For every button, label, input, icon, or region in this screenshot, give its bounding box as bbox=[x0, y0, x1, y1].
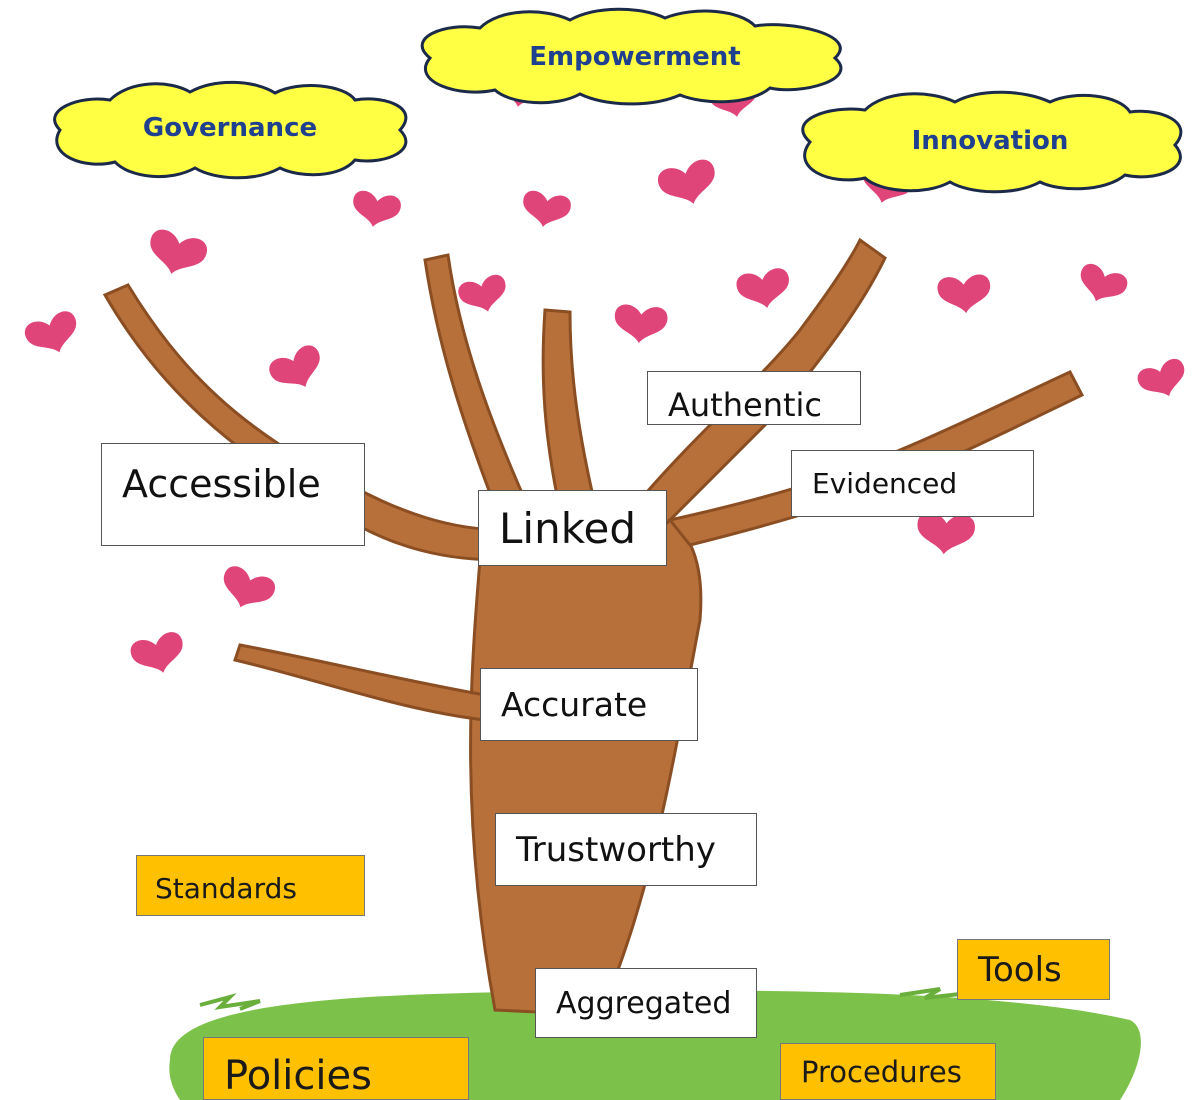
cloud-governance bbox=[53, 80, 408, 180]
label-standards: Standards bbox=[136, 855, 365, 916]
label-trustworthy: Trustworthy bbox=[495, 813, 757, 886]
label-authentic-text: Authentic bbox=[668, 386, 822, 424]
label-tools-text: Tools bbox=[978, 949, 1062, 990]
label-evidenced: Evidenced bbox=[791, 450, 1034, 517]
cloud-empowerment bbox=[420, 7, 843, 106]
label-authentic: Authentic bbox=[647, 371, 861, 425]
label-accurate-text: Accurate bbox=[501, 685, 648, 724]
label-tools: Tools bbox=[957, 939, 1110, 1000]
label-accessible: Accessible bbox=[101, 443, 365, 546]
label-evidenced-text: Evidenced bbox=[812, 467, 958, 500]
label-policies-text: Policies bbox=[224, 1053, 372, 1099]
label-policies: Policies bbox=[203, 1037, 469, 1100]
cloud-label-innovation: Innovation bbox=[911, 126, 1069, 156]
label-aggregated: Aggregated bbox=[535, 968, 757, 1038]
label-accessible-text: Accessible bbox=[122, 462, 321, 506]
cloud-label-empowerment: Empowerment bbox=[529, 42, 741, 72]
label-accurate: Accurate bbox=[480, 668, 698, 741]
label-trustworthy-text: Trustworthy bbox=[516, 829, 716, 870]
label-standards-text: Standards bbox=[155, 872, 297, 905]
label-linked: Linked bbox=[478, 490, 667, 566]
label-linked-text: Linked bbox=[499, 503, 637, 553]
cloud-innovation bbox=[801, 90, 1183, 194]
label-aggregated-text: Aggregated bbox=[556, 985, 732, 1021]
label-procedures: Procedures bbox=[780, 1043, 996, 1100]
label-procedures-text: Procedures bbox=[801, 1054, 962, 1089]
cloud-label-governance: Governance bbox=[142, 113, 318, 143]
